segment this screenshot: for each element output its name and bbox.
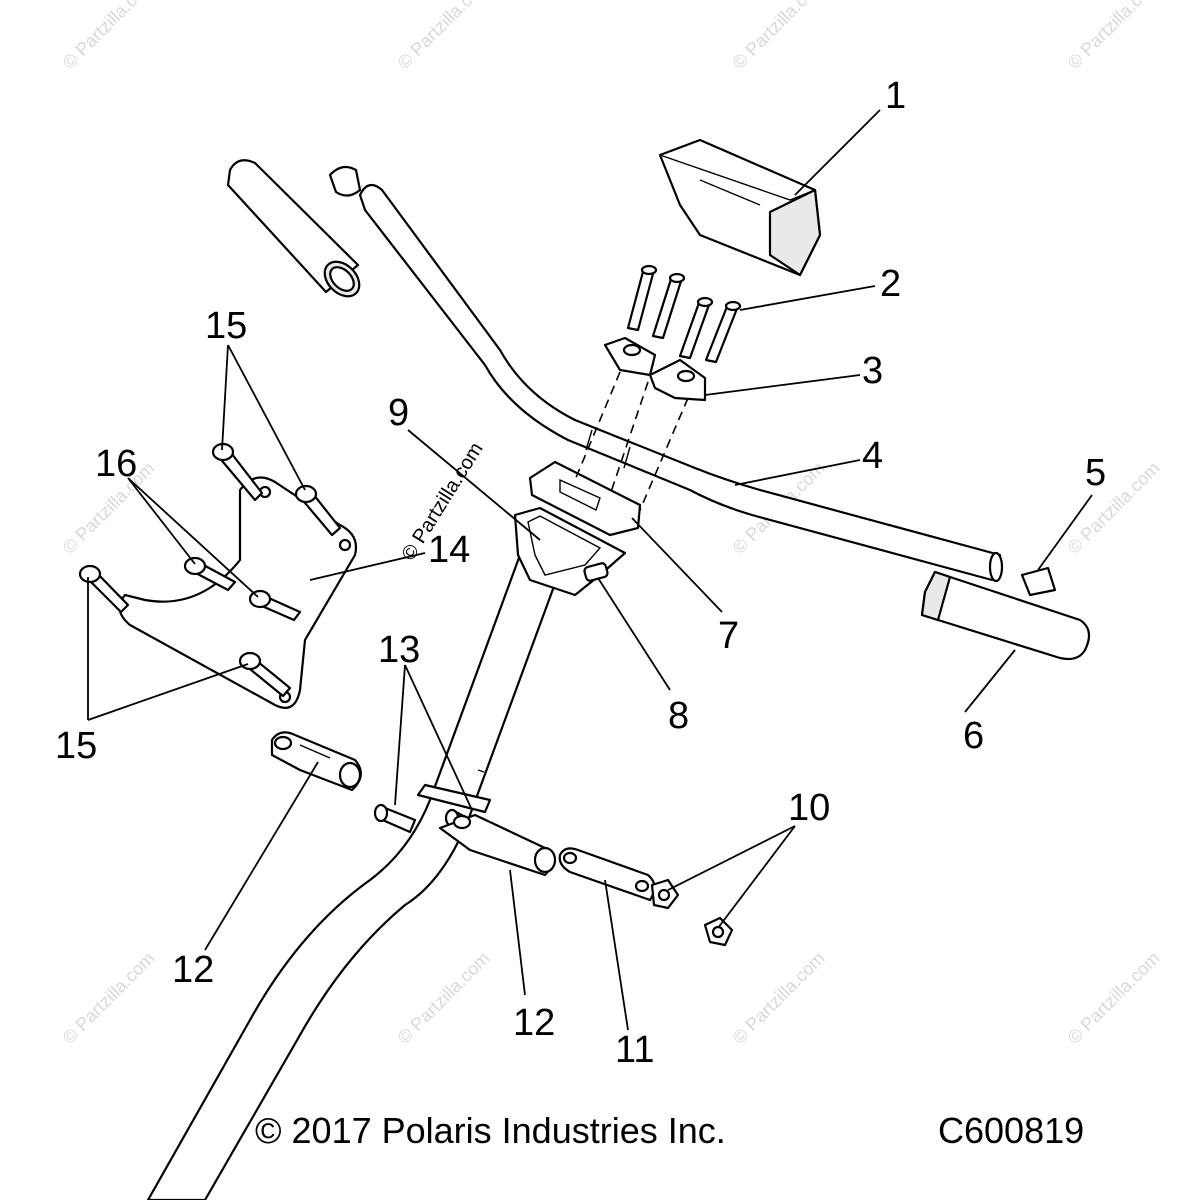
watermark-tile: © Partzilla.com [59, 948, 159, 1048]
callout-4: 4 [862, 435, 883, 477]
left-grip [226, 159, 361, 298]
watermark-tile: © Partzilla.com [1064, 0, 1164, 73]
callout-13: 13 [378, 629, 420, 671]
callout-labels: 1 2 3 4 5 6 7 8 9 10 11 12 12 13 14 15 1… [55, 75, 1106, 1071]
right-grip-part-6 [920, 570, 1091, 661]
watermark-tile: © Partzilla.com [59, 0, 159, 73]
bolts-part-2 [626, 264, 742, 364]
pivot-bracket-part-12-left [270, 731, 362, 792]
assembly-guides [574, 371, 689, 511]
callout-16: 16 [95, 443, 137, 485]
callout-9: 9 [388, 392, 409, 434]
callout-12-right: 12 [513, 1002, 555, 1044]
watermark-tile: © Partzilla.com [394, 948, 494, 1048]
lower-clamp-part-7 [528, 460, 642, 537]
callout-8: 8 [668, 695, 689, 737]
leader-lines [87, 109, 1093, 1031]
callout-15-top: 15 [205, 305, 247, 347]
cover-part-1 [658, 138, 822, 277]
watermark-tile: © Partzilla.com [394, 0, 494, 73]
callout-1: 1 [885, 75, 906, 117]
callout-11: 11 [615, 1029, 654, 1071]
callout-10: 10 [788, 787, 830, 829]
copyright-text: © 2017 Polaris Industries Inc. [255, 1110, 726, 1151]
callout-6: 6 [963, 715, 984, 757]
upper-clamp-part-3 [603, 336, 707, 402]
figure-code: C600819 [938, 1110, 1084, 1151]
pivot-bracket-part-12-right [438, 813, 557, 877]
callout-2: 2 [880, 263, 901, 305]
callout-7: 7 [718, 615, 739, 657]
watermark-tile: © Partzilla.com [1064, 458, 1164, 558]
right-end-plug-part-5 [1020, 566, 1057, 597]
mounting-plate-part-14 [118, 476, 358, 709]
callout-5: 5 [1085, 452, 1106, 494]
callout-12-left: 12 [172, 949, 214, 991]
callout-14: 14 [428, 529, 470, 571]
callout-3: 3 [862, 350, 883, 392]
callout-15-bottom: 15 [55, 725, 97, 767]
nuts-part-10 [650, 878, 734, 947]
watermark-tile: © Partzilla.com [729, 0, 829, 73]
handlebar-part-4 [358, 183, 1004, 583]
left-end-plug [328, 165, 362, 197]
plate-bolts-part-15-16 [78, 442, 342, 698]
watermark-tile: © Partzilla.com [1064, 948, 1164, 1048]
watermark-tile: © Partzilla.com [729, 948, 829, 1048]
